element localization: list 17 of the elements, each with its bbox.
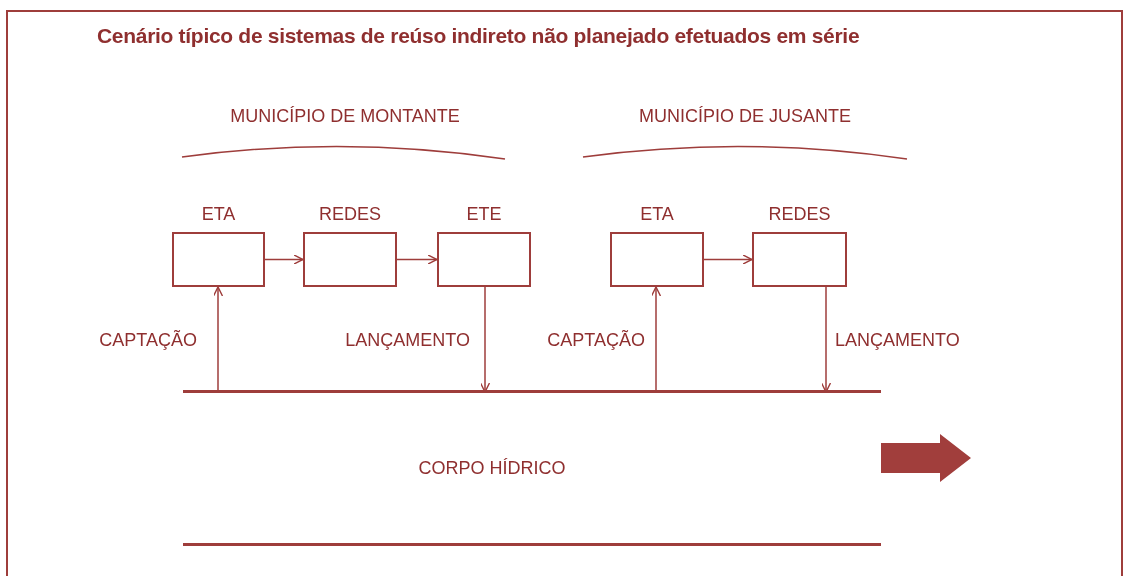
title: Cenário típico de sistemas de reúso indireto não planejado efetuados em série [97,23,860,49]
river-band [183,390,881,546]
arrow [820,286,832,393]
box-heading: ETE [466,203,502,226]
river-label: CORPO HÍDRICO [418,456,566,480]
arrow [396,254,438,265]
group-label: MUNICÍPIO DE MONTANTE [230,105,460,128]
box-heading: ETA [640,203,674,226]
arrow [264,254,304,265]
box-heading: REDES [768,203,831,226]
arrow [650,286,662,393]
arrow [703,254,753,265]
arrow [479,286,491,393]
arrow [212,286,224,393]
group-label: MUNICÍPIO DE JUSANTE [639,105,851,128]
box-heading: REDES [319,203,381,226]
box-heading: ETA [201,203,236,226]
